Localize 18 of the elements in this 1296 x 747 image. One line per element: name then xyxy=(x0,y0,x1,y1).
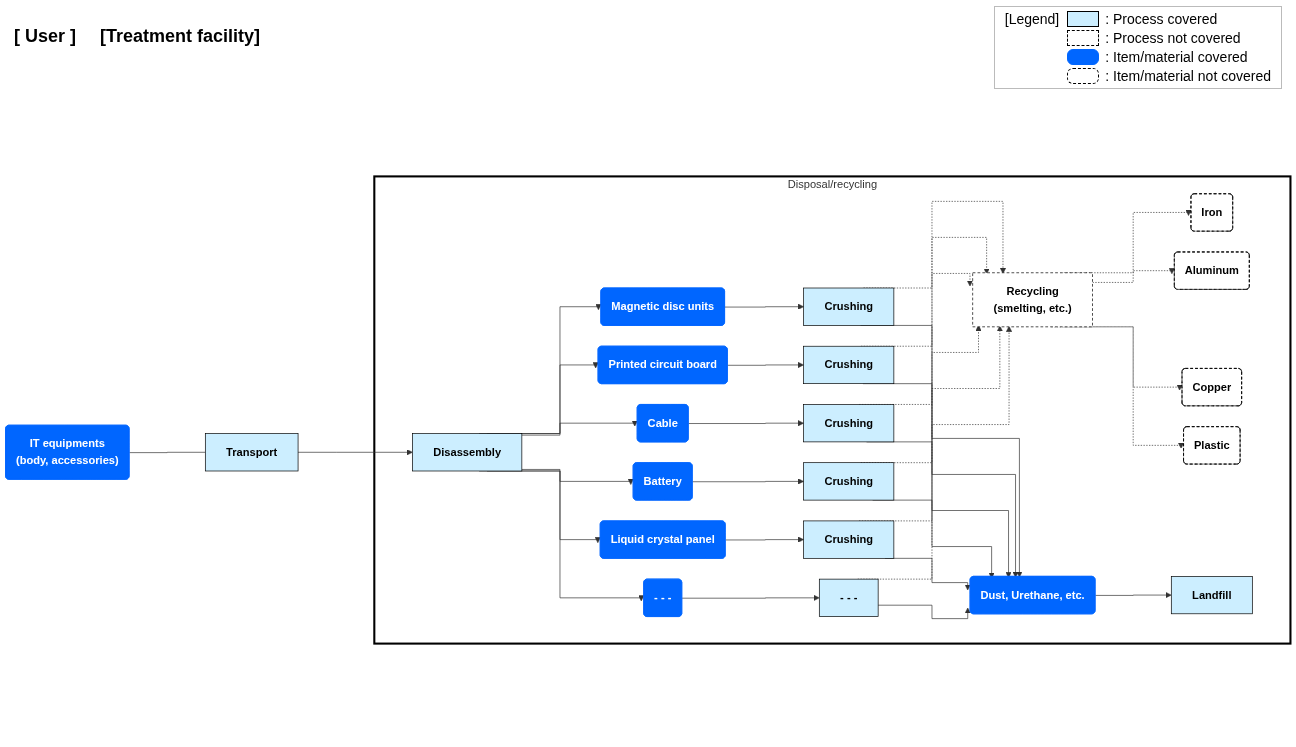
node-box: Disassembly xyxy=(412,433,523,472)
node-box: Transport xyxy=(205,433,299,472)
node-box: Crushing xyxy=(803,404,895,443)
node-box: Landfill xyxy=(1170,576,1253,615)
legend-title: [Legend] xyxy=(1004,11,1060,29)
node-box: Crushing xyxy=(803,462,895,501)
connector xyxy=(129,451,206,453)
node-box: Crushing xyxy=(803,520,895,559)
legend-text: : Process not covered xyxy=(1105,30,1241,46)
node-box: Crushing xyxy=(803,287,895,326)
node-box: Crushing xyxy=(803,345,895,384)
legend-text: : Item/material covered xyxy=(1105,49,1248,65)
node-box: Recycling (smelting, etc.) xyxy=(972,272,1093,328)
heading-label: [ User ] xyxy=(14,26,76,47)
legend-text: : Process covered xyxy=(1105,11,1218,27)
heading-label: [Treatment facility] xyxy=(100,26,261,47)
node-box: - - - xyxy=(818,578,879,617)
legend-text: : Item/material not covered xyxy=(1105,68,1271,84)
